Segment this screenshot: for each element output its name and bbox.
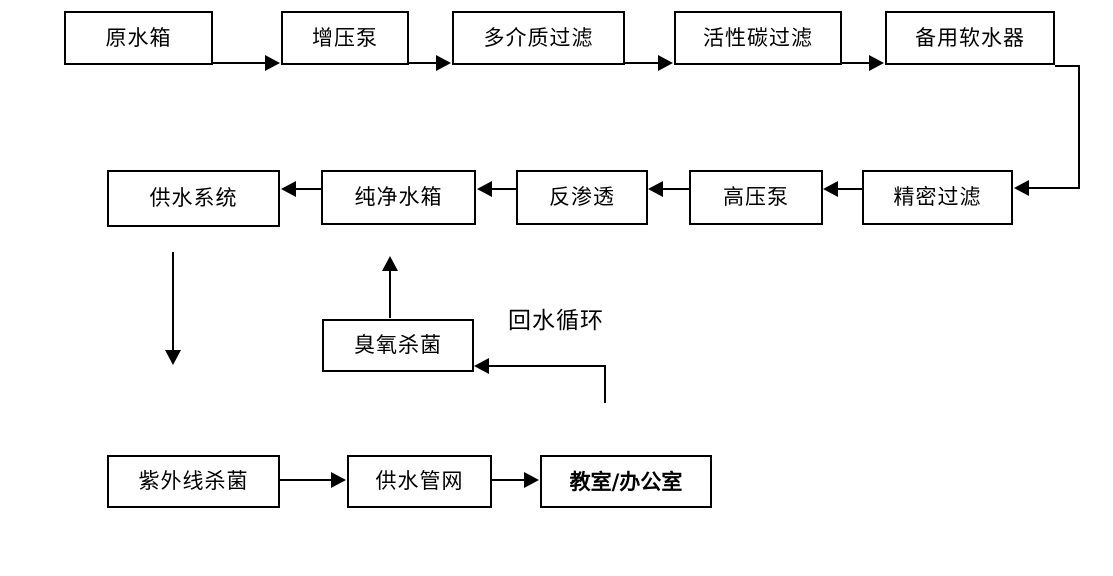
node-precision-filter[interactable]: 精密过滤 bbox=[862, 170, 1013, 225]
node-label: 原水箱 bbox=[105, 25, 172, 50]
node-pure-water-tank[interactable]: 纯净水箱 bbox=[321, 170, 476, 225]
node-multimedia-filter[interactable]: 多介质过滤 bbox=[452, 11, 625, 65]
node-label: 供水管网 bbox=[375, 469, 464, 493]
connector-return-vertical bbox=[604, 365, 606, 403]
arrowhead-right-icon bbox=[265, 55, 280, 71]
arrowhead-left-icon bbox=[648, 181, 663, 197]
node-classroom-office[interactable]: 教室/办公室 bbox=[540, 455, 712, 508]
connector-multimedia-to-carbon bbox=[625, 62, 659, 64]
arrowhead-left-icon bbox=[281, 181, 296, 197]
node-standby-softener[interactable]: 备用软水器 bbox=[885, 11, 1055, 65]
node-water-supply-system[interactable]: 供水系统 bbox=[107, 170, 280, 227]
node-label: 高压泵 bbox=[723, 185, 789, 209]
connector-highpressure-to-ro bbox=[663, 188, 689, 190]
node-label: 臭氧杀菌 bbox=[354, 333, 442, 357]
node-ozone-sterilization[interactable]: 臭氧杀菌 bbox=[322, 319, 474, 372]
connector-return-horizontal bbox=[489, 365, 606, 367]
node-water-supply-pipe-network[interactable]: 供水管网 bbox=[347, 455, 492, 508]
node-reverse-osmosis[interactable]: 反渗透 bbox=[516, 170, 648, 225]
node-label: 备用软水器 bbox=[915, 25, 1025, 50]
arrowhead-down-icon bbox=[165, 350, 181, 365]
connector-pure-tank-to-supply-system bbox=[296, 188, 321, 190]
arrowhead-right-icon bbox=[436, 55, 451, 71]
node-label: 多介质过滤 bbox=[483, 25, 594, 50]
connector-booster-to-multimedia bbox=[409, 62, 437, 64]
node-label: 反渗透 bbox=[549, 185, 615, 209]
arrowhead-right-icon bbox=[658, 55, 673, 71]
connector-supply-system-down bbox=[172, 252, 174, 352]
node-label: 精密过滤 bbox=[893, 185, 982, 209]
connector-softener-wrap-bottom bbox=[1029, 187, 1080, 189]
connector-softener-wrap-vertical bbox=[1078, 65, 1080, 188]
connector-ozone-up-to-pure-tank bbox=[389, 270, 391, 318]
connector-softener-wrap-top bbox=[1055, 65, 1080, 67]
node-booster-pump[interactable]: 增压泵 bbox=[281, 11, 409, 65]
connector-pipe-network-to-classroom bbox=[492, 479, 525, 481]
node-label: 活性碳过滤 bbox=[703, 25, 813, 50]
node-label: 纯净水箱 bbox=[354, 185, 443, 209]
node-high-pressure-pump[interactable]: 高压泵 bbox=[689, 170, 823, 225]
node-label: 供水系统 bbox=[149, 186, 238, 210]
node-raw-water-tank[interactable]: 原水箱 bbox=[64, 11, 213, 65]
arrowhead-right-icon bbox=[524, 472, 539, 488]
arrowhead-right-icon bbox=[331, 472, 346, 488]
connector-ro-to-pure-tank bbox=[492, 188, 516, 190]
node-activated-carbon-filter[interactable]: 活性碳过滤 bbox=[674, 11, 842, 65]
node-label: 教室/办公室 bbox=[569, 469, 683, 494]
arrowhead-up-icon bbox=[382, 256, 398, 271]
arrowhead-left-icon bbox=[474, 358, 489, 374]
return-water-loop-label: 回水循环 bbox=[508, 308, 604, 334]
connector-carbon-to-softener bbox=[842, 62, 870, 64]
arrowhead-left-icon bbox=[1014, 180, 1029, 196]
node-label: 紫外线杀菌 bbox=[138, 469, 249, 493]
arrowhead-left-icon bbox=[477, 181, 492, 197]
connector-uv-to-pipe-network bbox=[280, 479, 332, 481]
arrowhead-right-icon bbox=[869, 55, 884, 71]
connector-precision-to-highpressure bbox=[838, 188, 862, 190]
node-label: 增压泵 bbox=[312, 25, 378, 50]
arrowhead-left-icon bbox=[823, 181, 838, 197]
node-uv-sterilization[interactable]: 紫外线杀菌 bbox=[107, 455, 280, 508]
connector-raw-to-booster bbox=[213, 62, 266, 64]
